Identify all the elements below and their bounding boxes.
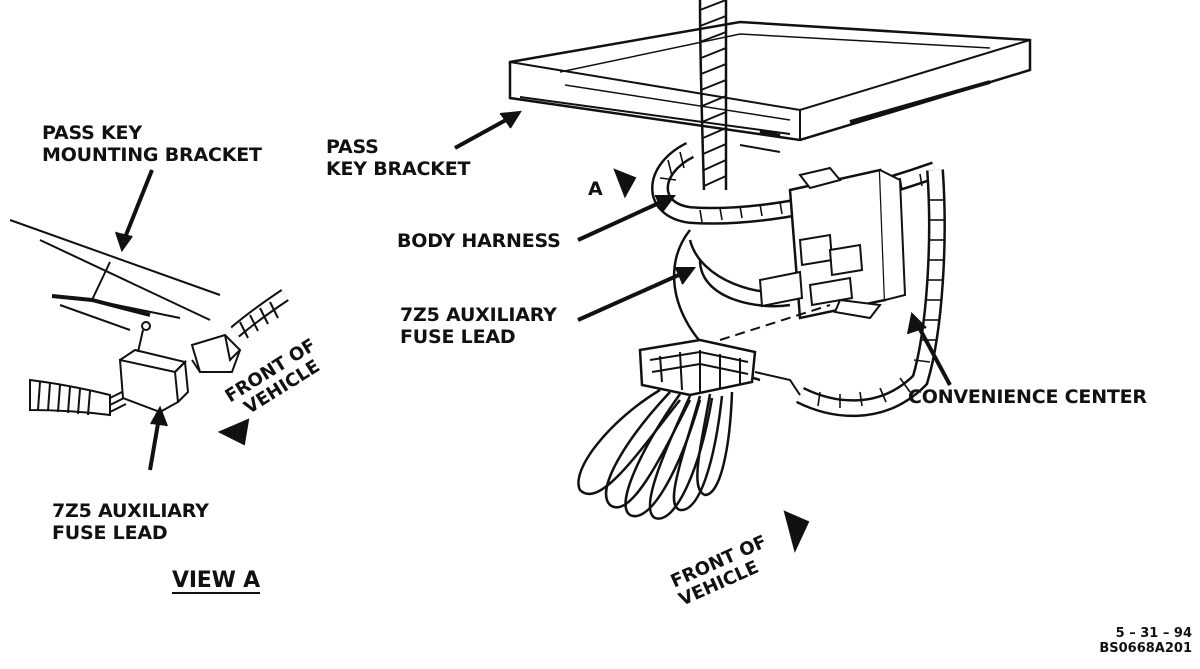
body-harness-label: BODY HARNESS [397,230,561,252]
view-a-front-arrow [220,420,248,444]
pass-key-bracket-box [510,22,1030,152]
screw-shaft [138,330,143,352]
bracket-panel-edge [10,220,220,295]
view-a-lead-line2: FUSE LEAD [52,522,168,544]
relay-1 [800,235,832,265]
convenience-center-block [720,168,905,340]
main-illustration [455,0,1030,640]
view-a-bracket-line1: PASS KEY [42,122,142,144]
view-a-bracket-label: PASS KEY MOUNTING BRACKET [42,122,262,166]
view-a-marker-arrow [615,170,635,196]
bracket-panel-slot [52,296,150,315]
figure-code: BS0668A201 [1099,641,1192,656]
relay-3 [760,272,802,306]
date-code: 5 – 31 – 94 [1115,626,1192,641]
bracket-panel-edge-2 [40,240,210,320]
view-a-title: VIEW A [172,568,260,593]
figure-codes: 5 – 31 – 94 BS0668A201 [1099,626,1192,656]
pass-key-bracket-line1: PASS [326,136,379,158]
main-connector [578,340,800,519]
relay-2 [830,245,862,275]
view-a-bracket-line2: MOUNTING BRACKET [42,144,262,166]
view-a-connector [120,360,178,412]
view-a-lead-line1: 7Z5 AUXILIARY [52,500,209,522]
front-arrow-main [785,512,808,550]
pass-key-bracket-line2: KEY BRACKET [326,158,471,180]
wire-bundle [578,390,732,519]
convenience-center-label: CONVENIENCE CENTER [908,386,1147,408]
vertical-harness [700,0,726,640]
leader-convenience-center [915,320,950,385]
view-marker-label: A [588,178,603,200]
view-a-mating-connector [192,335,240,372]
view-a-illustration [10,170,285,470]
relay-4 [810,278,852,305]
bracket-panel-lower [60,305,130,330]
view-a-lead-label: 7Z5 AUXILIARY FUSE LEAD [52,500,209,544]
fuse-lead-label: 7Z5 AUXILIARY FUSE LEAD [400,304,557,348]
leader-fuse-lead [578,270,690,320]
leader-bracket [122,170,152,245]
screw [142,322,150,330]
leader-body-harness [578,198,670,240]
fuse-lead-line2: FUSE LEAD [400,326,516,348]
pass-key-bracket-label: PASS KEY BRACKET [326,136,471,180]
fuse-lead-line1: 7Z5 AUXILIARY [400,304,557,326]
